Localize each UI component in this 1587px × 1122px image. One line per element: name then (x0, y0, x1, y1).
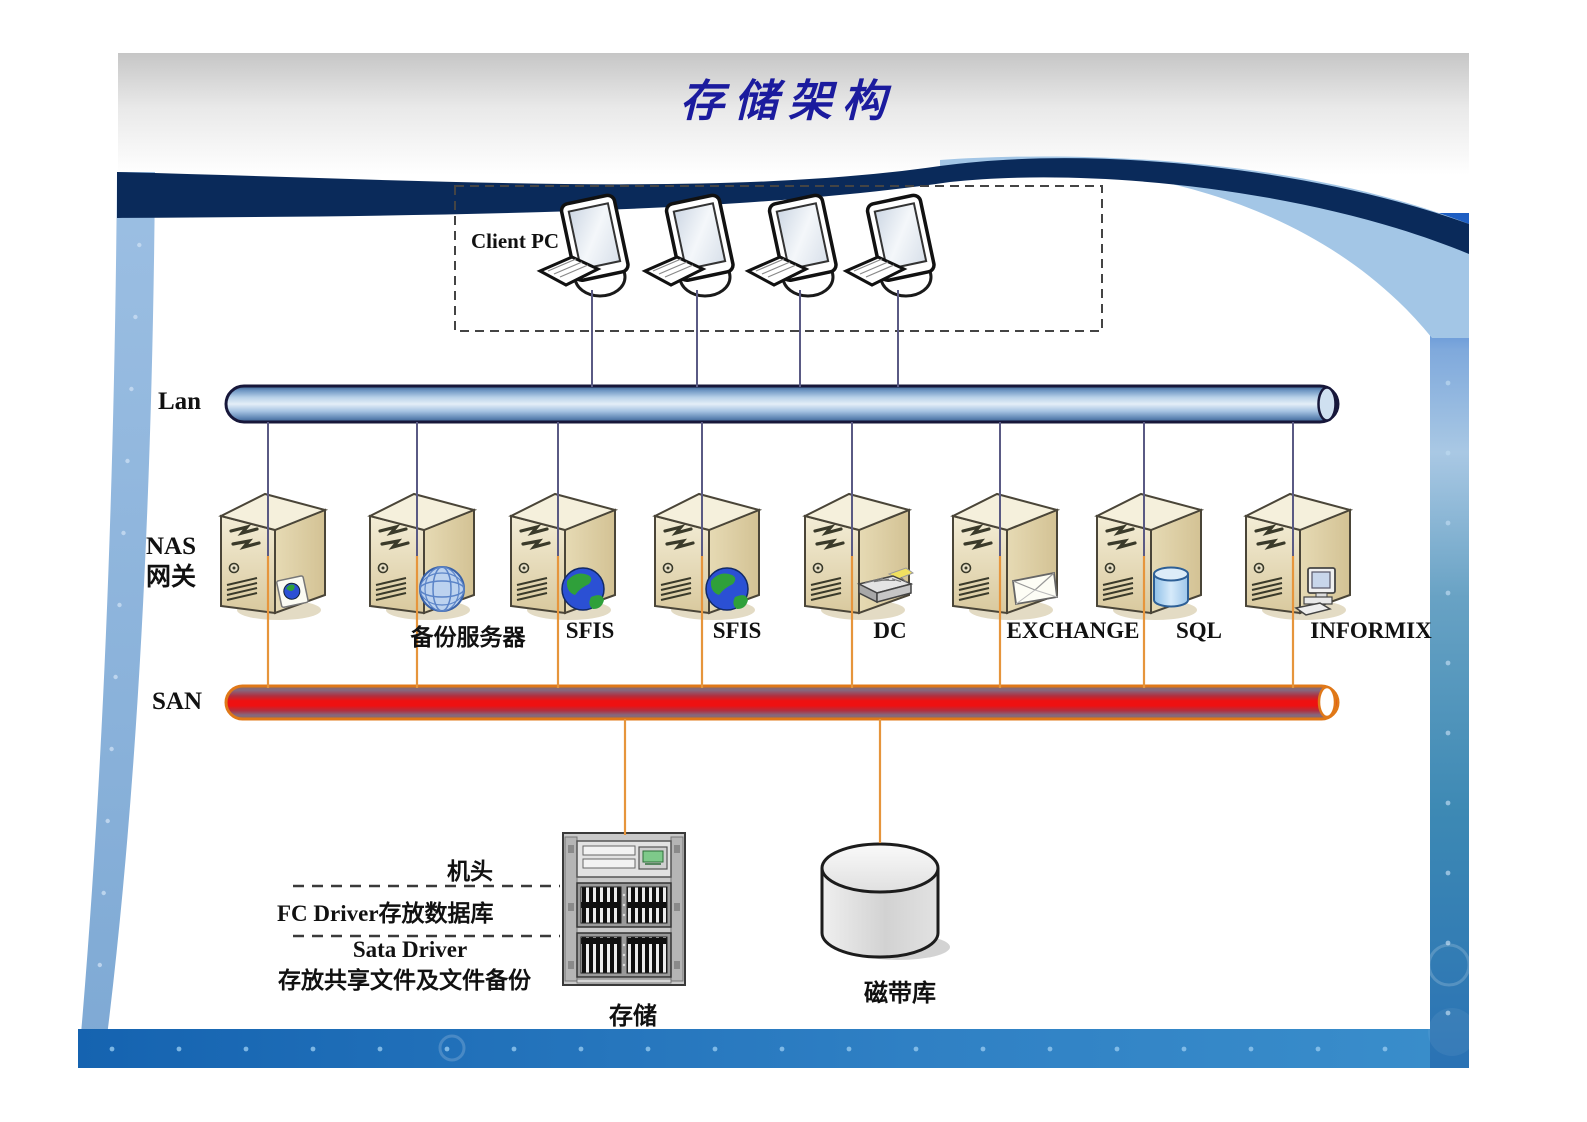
lan-label: Lan (158, 388, 202, 415)
frame-right (1430, 213, 1469, 1068)
fc-driver-label: FC Driver存放数据库 (277, 901, 494, 926)
keyboard-icon (536, 255, 602, 287)
client-pc-label: Client PC (471, 229, 560, 253)
earth-icon (705, 567, 749, 611)
nas-gateway-label: NAS 网关 (146, 531, 196, 593)
frame-left (78, 172, 155, 1068)
server-label-dc: DC (873, 618, 907, 643)
connection-lines (266, 290, 1295, 843)
nas-gateway-label-line2: 网关 (146, 564, 197, 591)
client-pc-icon (641, 193, 735, 298)
server-icon-sql (1094, 492, 1205, 620)
server-label-backup-server: 备份服务器 (410, 625, 526, 650)
title-band (118, 53, 1469, 175)
server-label-sfis-1: SFIS (565, 618, 615, 643)
client-pc-group-box (454, 185, 1103, 332)
server-icon-exchange (950, 492, 1061, 620)
server-label-informix: INFORMIX (1310, 618, 1432, 643)
envelope-icon (1011, 571, 1058, 606)
server-label-sql: SQL (1175, 618, 1223, 643)
storage-head-label: 机头 (447, 859, 493, 884)
sata-driver-label: Sata Driver (352, 937, 468, 962)
client-pc-icon (744, 193, 838, 298)
icons-layer (218, 193, 1354, 620)
frame-dots (97, 242, 1451, 1052)
server-icon-nas-gateway (218, 492, 329, 620)
earth-icon (561, 567, 605, 611)
san-bus (224, 684, 1340, 721)
server-label-exchange: EXCHANGE (1006, 618, 1140, 643)
frame-bottom (78, 1029, 1469, 1068)
wire-globe-icon (419, 566, 465, 612)
keyboard-icon (744, 255, 810, 287)
client-pc-icon (536, 193, 630, 298)
server-icon-informix (1243, 492, 1354, 620)
database-icon (1153, 566, 1189, 608)
server-icon-dc (802, 492, 915, 620)
mini-pc-icon (1294, 567, 1336, 616)
swoosh-navy (117, 158, 1469, 254)
storage-array-icon (562, 832, 686, 986)
tray-icon (856, 567, 915, 604)
san-bus-endcap (1317, 685, 1337, 719)
server-icon-sfis-1 (508, 492, 619, 620)
lan-bus (224, 384, 1340, 424)
keyboard-icon (641, 255, 707, 287)
sata-driver-desc-label: 存放共享文件及文件备份 (278, 968, 531, 993)
rack-display (638, 846, 668, 870)
tape-library-icon (820, 842, 950, 960)
client-pc-icon (842, 193, 936, 298)
tape-library-label: 磁带库 (864, 981, 936, 1007)
server-label-sfis-2: SFIS (712, 618, 762, 643)
server-icon-sfis-2 (652, 492, 763, 620)
san-label: SAN (152, 688, 203, 715)
server-icon-backup-server (367, 492, 478, 620)
storage-device-label: 存储 (609, 1004, 657, 1030)
lan-bus-endcap (1317, 386, 1337, 422)
keyboard-icon (842, 255, 908, 287)
monitor-icon (865, 193, 936, 283)
page-title: 存储架构 (680, 77, 896, 126)
disk-globe-icon (276, 575, 309, 609)
nas-gateway-label-line1: NAS (146, 533, 197, 560)
